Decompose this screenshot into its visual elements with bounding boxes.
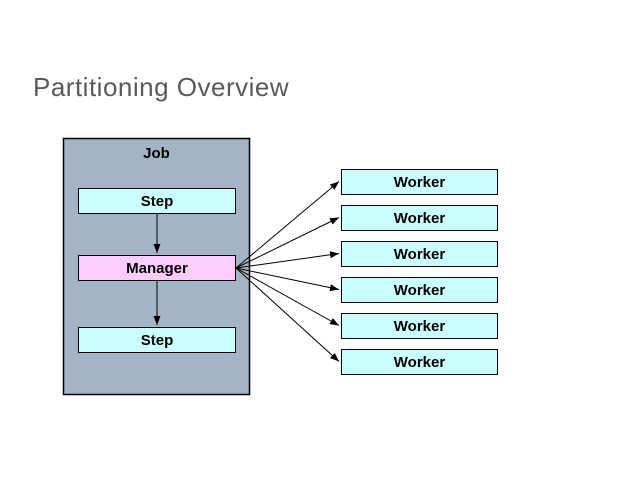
step-top-box — [78, 188, 236, 214]
worker-label-4: Worker — [394, 282, 446, 299]
manager-box — [78, 255, 236, 281]
arrow-manager-to-worker-4 — [235, 267, 340, 292]
arrow-manager-to-worker-6 — [235, 267, 340, 362]
worker-label-5: Worker — [394, 318, 446, 335]
worker-box-1 — [341, 169, 498, 195]
worker-label-2: Worker — [394, 210, 446, 227]
arrow-manager-to-worker-2 — [235, 217, 340, 269]
arrow-manager-to-worker-1 — [235, 181, 340, 269]
worker-label-3: Worker — [394, 246, 446, 263]
manager-to-worker-arrows — [235, 181, 340, 362]
worker-box-3 — [341, 241, 498, 267]
worker-column: Worker Worker Worker Worker Worker Worke… — [341, 169, 498, 375]
step-bottom-label: Step — [141, 332, 174, 349]
worker-box-4 — [341, 277, 498, 303]
step-bottom-box — [78, 327, 236, 353]
worker-box-2 — [341, 205, 498, 231]
worker-box-5 — [341, 313, 498, 339]
manager-label: Manager — [126, 260, 188, 277]
step-top-label: Step — [141, 193, 174, 210]
worker-label-1: Worker — [394, 174, 446, 191]
arrow-manager-to-worker-3 — [235, 251, 340, 269]
page-title: Partitioning Overview — [33, 72, 289, 102]
job-label: Job — [143, 145, 170, 162]
worker-box-6 — [341, 349, 498, 375]
worker-label-6: Worker — [394, 354, 446, 371]
arrow-manager-to-worker-5 — [235, 267, 340, 326]
